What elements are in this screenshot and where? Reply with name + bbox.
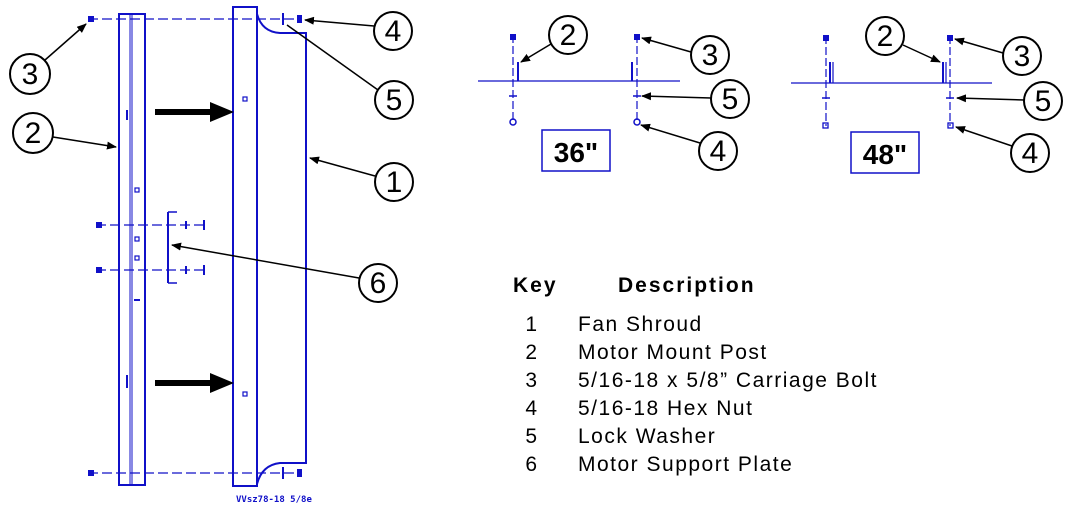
key-row-3-key: 3 bbox=[525, 369, 538, 392]
carriage-bolt-bottom bbox=[88, 467, 302, 479]
svg-text:6: 6 bbox=[370, 267, 387, 300]
svg-text:5: 5 bbox=[722, 83, 739, 116]
callout-3-48: 3 bbox=[954, 36, 1042, 76]
callout-2-36: 2 bbox=[520, 15, 588, 63]
callout-3-36: 3 bbox=[641, 35, 730, 75]
callout-2-48: 2 bbox=[865, 16, 941, 63]
drawing-id: VVsz78-18 5/8e bbox=[236, 495, 312, 505]
key-row-2-desc: Motor Mount Post bbox=[578, 341, 768, 364]
callout-5-36: 5 bbox=[641, 79, 750, 119]
svg-text:5: 5 bbox=[1035, 85, 1052, 118]
callout-5-left: 5 bbox=[286, 24, 414, 120]
svg-text:4: 4 bbox=[710, 135, 727, 168]
callout-4-36: 4 bbox=[640, 123, 738, 171]
svg-text:4: 4 bbox=[1022, 137, 1039, 170]
fan-shroud bbox=[232, 6, 307, 487]
callout-5-48: 5 bbox=[956, 81, 1063, 121]
svg-text:3: 3 bbox=[22, 58, 39, 91]
callout-1: 1 bbox=[309, 156, 414, 202]
key-row-1-key: 1 bbox=[525, 313, 538, 336]
svg-text:2: 2 bbox=[877, 20, 894, 53]
callout-3-left: 3 bbox=[9, 23, 87, 95]
svg-text:2: 2 bbox=[560, 19, 577, 52]
svg-text:2: 2 bbox=[25, 117, 42, 150]
svg-text:4: 4 bbox=[385, 15, 402, 48]
key-row-6-key: 6 bbox=[525, 453, 538, 476]
svg-text:3: 3 bbox=[702, 39, 719, 72]
size-label-48: 48" bbox=[863, 139, 907, 170]
svg-text:5: 5 bbox=[386, 84, 403, 117]
callout-6: 6 bbox=[171, 242, 398, 303]
carriage-bolt-top bbox=[88, 13, 302, 25]
callout-4-left: 4 bbox=[304, 11, 413, 51]
callout-4-48: 4 bbox=[955, 126, 1050, 173]
motor-mount-post bbox=[118, 13, 146, 486]
key-row-6-desc: Motor Support Plate bbox=[578, 453, 793, 476]
key-row-5-desc: Lock Washer bbox=[578, 425, 716, 448]
key-row-3-desc: 5/16-18 x 5/8” Carriage Bolt bbox=[578, 369, 878, 392]
callout-2-left: 2 bbox=[12, 112, 117, 154]
assembly-arrows bbox=[155, 102, 234, 393]
key-header: Key bbox=[513, 274, 558, 297]
motor-support-plate bbox=[96, 211, 206, 284]
key-row-5-key: 5 bbox=[525, 425, 538, 448]
key-row-4-key: 4 bbox=[525, 397, 538, 420]
svg-text:1: 1 bbox=[386, 166, 403, 199]
size-label-36: 36" bbox=[554, 137, 598, 168]
key-table: Key Description 1 Fan Shroud 2 Motor Mou… bbox=[513, 274, 878, 476]
detail-48: 48" bbox=[791, 35, 992, 174]
key-row-2-key: 2 bbox=[525, 341, 538, 364]
svg-text:3: 3 bbox=[1014, 40, 1031, 73]
description-header: Description bbox=[618, 274, 756, 297]
key-row-1-desc: Fan Shroud bbox=[578, 313, 703, 336]
detail-36: 36" bbox=[478, 34, 680, 172]
key-row-4-desc: 5/16-18 Hex Nut bbox=[578, 397, 753, 420]
